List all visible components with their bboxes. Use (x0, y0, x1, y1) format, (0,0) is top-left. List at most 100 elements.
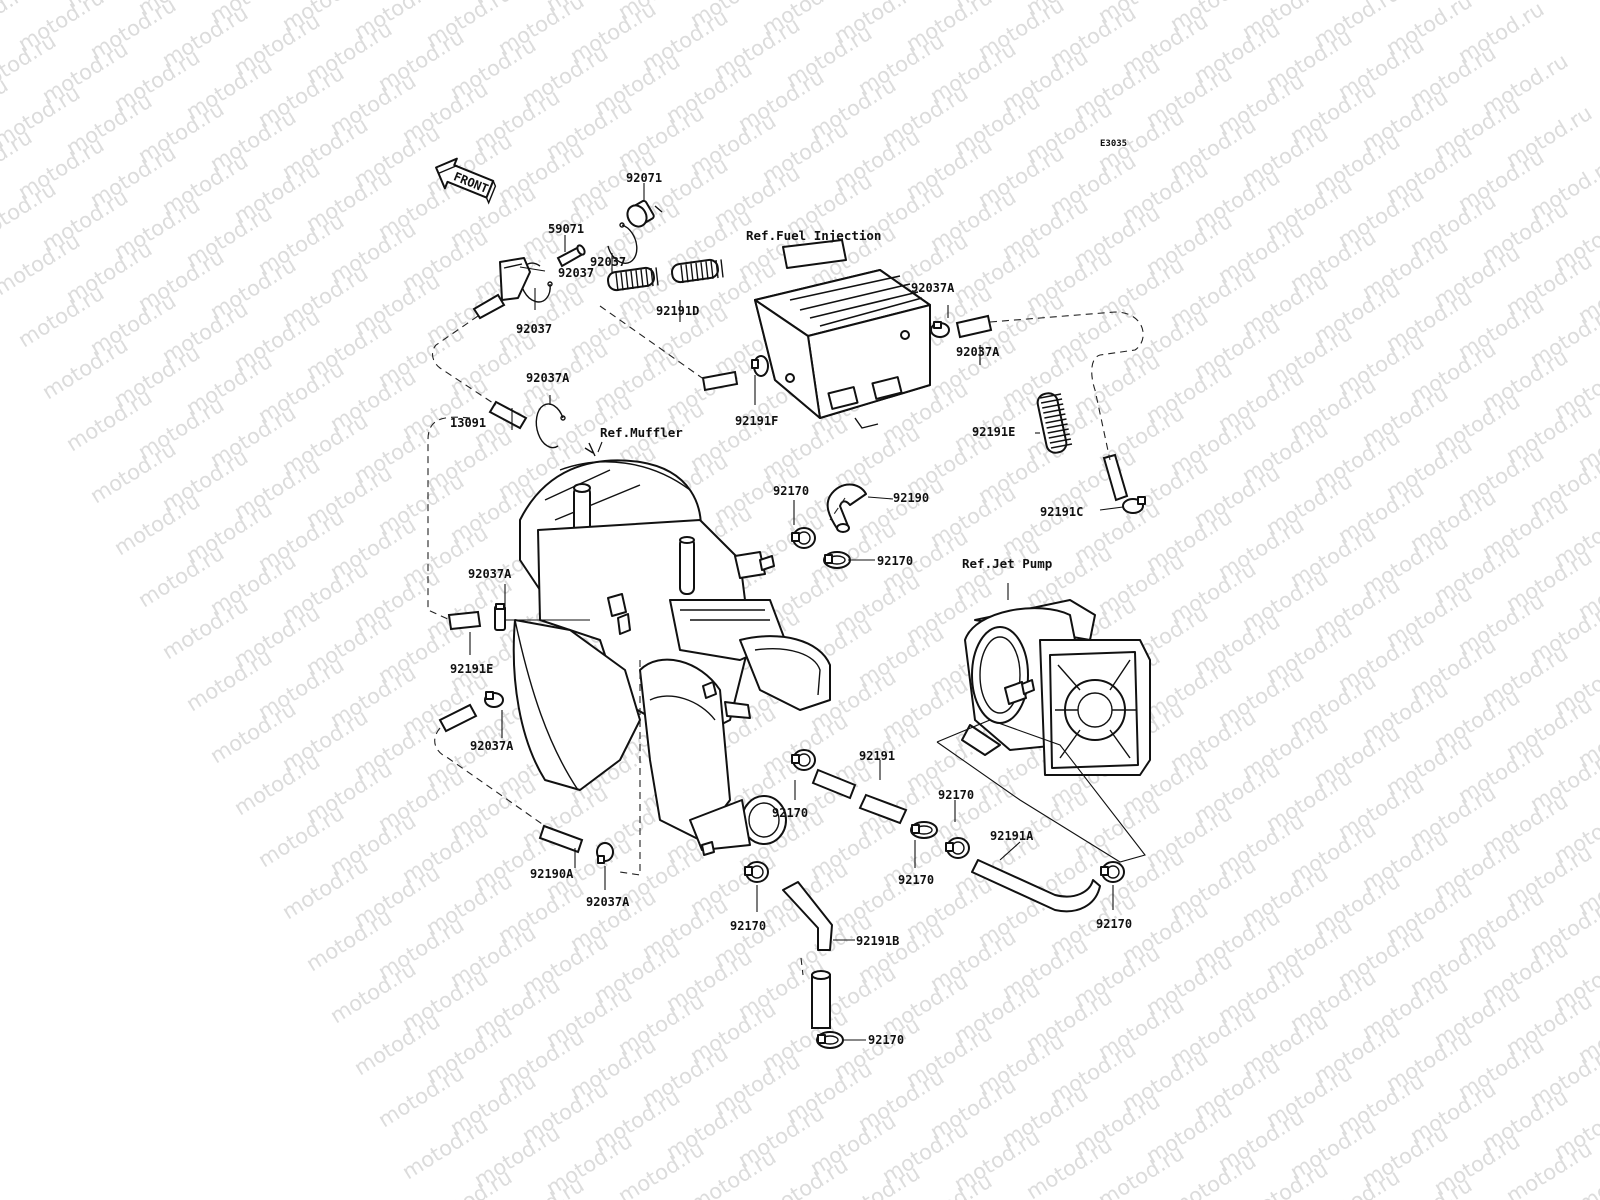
ref-fuel-injection: Ref.Fuel Injection (746, 228, 881, 243)
part-number-label: 92191C (1040, 505, 1083, 519)
part-number-label: 92170 (730, 919, 766, 933)
part-number-label: 92037A (468, 567, 512, 581)
part-number-label: 92170 (938, 788, 974, 802)
part-number-label: 92037A (956, 345, 1000, 359)
clamp-92170 (791, 749, 816, 771)
hose-rib (1042, 403, 1064, 409)
hose-92191-b (858, 793, 908, 825)
hose-rib (1046, 423, 1068, 429)
fitting-92071 (626, 199, 663, 228)
clip-92037-top (607, 222, 638, 264)
hose-92191F (607, 258, 724, 292)
part-number-labels: 92071590719203792037920371309192191D9219… (450, 171, 1132, 1047)
hose-rib (710, 260, 714, 279)
part-number-label: 92037A (470, 739, 514, 753)
part-number-label: 92037A (526, 371, 570, 385)
hose-rib (680, 264, 684, 284)
ecu-box (754, 239, 931, 429)
hose-rib (685, 264, 689, 283)
clamp-92170 (791, 527, 816, 549)
hose-rib (1050, 443, 1073, 449)
clamp-92037A-ecu-right (930, 321, 950, 338)
clamp-92037A-left-mid (494, 603, 506, 631)
diagram-code: E3035 (1100, 139, 1127, 149)
hose-92190A (538, 824, 584, 854)
part-number-label: 92191D (656, 304, 699, 318)
jet-pump (961, 599, 1151, 776)
hose-stub-right (1102, 453, 1129, 502)
hose-rib (1044, 413, 1066, 419)
clamp-92037A-lower-left (484, 691, 504, 708)
hose-rib (1040, 398, 1063, 404)
dashed-routes (427, 305, 1144, 976)
part-number-label: 92191E (972, 425, 1015, 439)
hose-92191D (488, 400, 528, 430)
hose-92191-a (811, 768, 857, 800)
hose-92191C (1036, 392, 1073, 454)
hose-rib (715, 260, 719, 279)
ref-muffler: Ref.Muffler (600, 425, 683, 440)
hose-92191B (782, 881, 833, 1029)
hose-rib (1049, 438, 1072, 444)
clamp-92037A-ecu-left (751, 355, 769, 377)
part-number-label: 92191A (990, 829, 1034, 843)
part-number-label: 92170 (898, 873, 934, 887)
hose-rib (1039, 393, 1062, 399)
hose-92191A (971, 859, 1101, 913)
hose-rib (720, 259, 724, 278)
part-number-label: 92037 (516, 322, 552, 336)
hose-rib (620, 272, 624, 291)
hose-rib (615, 272, 619, 292)
clip-92037-mid (519, 262, 553, 303)
hose-rib (695, 262, 699, 281)
clamp-92170 (816, 1031, 844, 1049)
clamp-92170 (945, 837, 970, 859)
part-number-label: 92190 (893, 491, 929, 505)
hose-92190 (826, 483, 867, 533)
clamp-92170 (910, 821, 938, 839)
watermark-text: motod.ru (422, 1165, 516, 1200)
hose-92191E-left (447, 610, 482, 631)
hose-rib (650, 268, 654, 287)
part-number-label: 92037 (590, 255, 626, 269)
hose-rib (635, 270, 639, 289)
muffler-assembly (512, 442, 831, 856)
hose-rib (1043, 408, 1065, 414)
part-number-label: 92191B (856, 934, 899, 948)
part-number-label: 92170 (772, 806, 808, 820)
hose-rib (705, 261, 709, 280)
part-number-label: 59071 (548, 222, 584, 236)
pipe-59071 (556, 244, 586, 268)
hose-rib (1048, 433, 1070, 439)
hose-rib (690, 263, 694, 282)
part-number-label: 92170 (773, 484, 809, 498)
part-number-label: 92037A (586, 895, 630, 909)
part-number-label: 92191F (735, 414, 778, 428)
part-number-label: 92191E (450, 662, 493, 676)
part-number-label: 92170 (1096, 917, 1132, 931)
hose-rib (655, 267, 659, 286)
clip-92037-low (535, 403, 566, 449)
ref-jet-pump: Ref.Jet Pump (962, 556, 1052, 571)
pump-plate-outline (936, 719, 1146, 863)
part-number-label: 92170 (868, 1033, 904, 1047)
bracket-13091 (499, 257, 531, 301)
hose-92191E-top (955, 314, 993, 339)
hose-stub-lower-left (438, 703, 478, 733)
part-number-label: 13091 (450, 416, 486, 430)
part-number-label: 92037 (558, 266, 594, 280)
hose-rib (1047, 428, 1069, 434)
part-number-label: 92071 (626, 171, 662, 185)
hose-rib (630, 270, 634, 289)
hose-stub-mid (701, 370, 739, 392)
part-number-label: 92191 (859, 749, 895, 763)
hose-rib (640, 269, 644, 288)
leader-lines (469, 183, 1124, 1041)
clamp-92170 (823, 551, 851, 569)
part-number-label: 92190A (530, 867, 574, 881)
hose-rib (645, 268, 649, 287)
part-number-label: 92037A (911, 281, 955, 295)
clamp-92037A-right (1122, 496, 1146, 514)
